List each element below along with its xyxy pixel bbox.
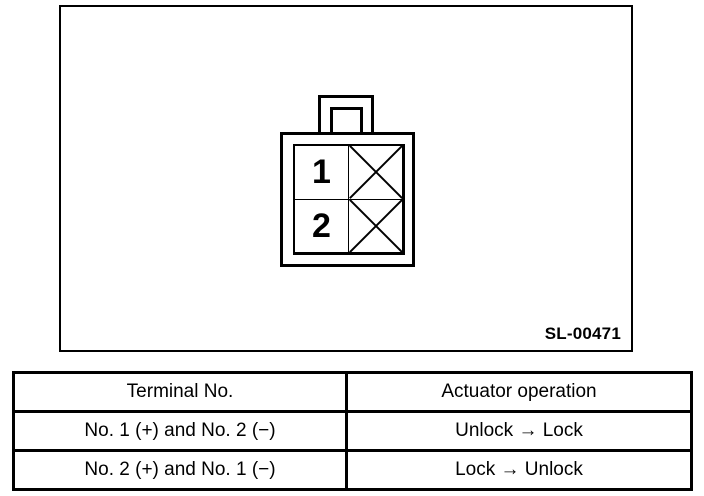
terminal-number-2: 2 (312, 206, 331, 245)
connector-housing: 1 2 (280, 132, 415, 267)
table-row: No. 1 (+) and No. 2 (−) Unlock → Lock (12, 410, 693, 452)
connector-diagram: 1 2 (280, 95, 415, 270)
figure-frame: 1 2 SL-00471 (59, 5, 633, 352)
terminal-cell-1: 1 (294, 145, 349, 200)
table-row: No. 2 (+) and No. 1 (−) Lock → Unlock (12, 449, 693, 491)
terminal-cell-blank-top-right (348, 145, 403, 200)
cell-terminal-row-1: No. 1 (+) and No. 2 (−) (12, 410, 348, 452)
terminal-cell-2: 2 (294, 198, 349, 253)
connector-terminal-cavity-grid: 1 2 (293, 144, 405, 255)
terminal-cell-blank-bottom-right (348, 198, 403, 253)
figure-code-label: SL-00471 (544, 324, 621, 343)
cell-operation-row-1: Unlock → Lock (345, 410, 693, 452)
column-header-terminal-no: Terminal No. (12, 371, 348, 413)
cell-terminal-row-2: No. 2 (+) and No. 1 (−) (12, 449, 348, 491)
column-header-actuator-operation: Actuator operation (345, 371, 693, 413)
connector-lock-tab-inner (330, 107, 363, 136)
cell-operation-row-2: Lock → Unlock (345, 449, 693, 491)
terminal-operation-table: Terminal No. Actuator operation No. 1 (+… (12, 371, 693, 491)
terminal-number-1: 1 (312, 153, 331, 192)
table-header-row: Terminal No. Actuator operation (12, 371, 693, 413)
